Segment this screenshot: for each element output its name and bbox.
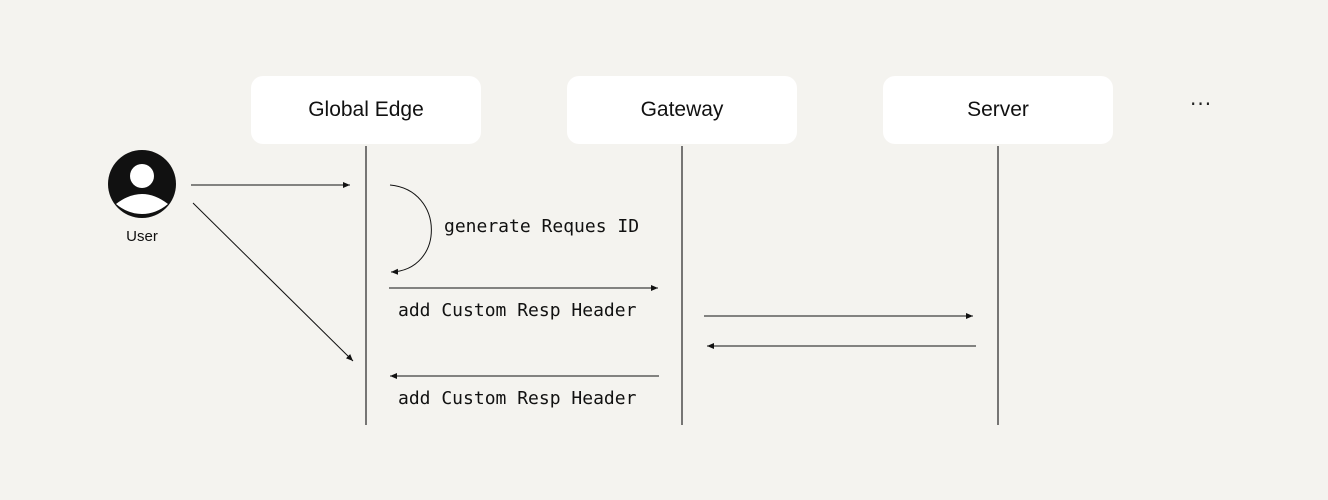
self-call-arrow [389, 184, 432, 275]
participant-global-edge: Global Edge [251, 76, 481, 144]
user-avatar-icon [108, 150, 176, 218]
message-generate-request-id: generate Reques ID [444, 216, 640, 237]
participant-gateway: Gateway [567, 76, 797, 144]
more-participants-ellipsis: ··· [1190, 92, 1213, 116]
user-label: User [126, 228, 158, 245]
participant-server: Server [883, 76, 1113, 144]
arrow-user-diagonal [192, 202, 354, 362]
message-add-header-request: add Custom Resp Header [398, 300, 637, 321]
message-add-header-response: add Custom Resp Header [398, 388, 637, 409]
